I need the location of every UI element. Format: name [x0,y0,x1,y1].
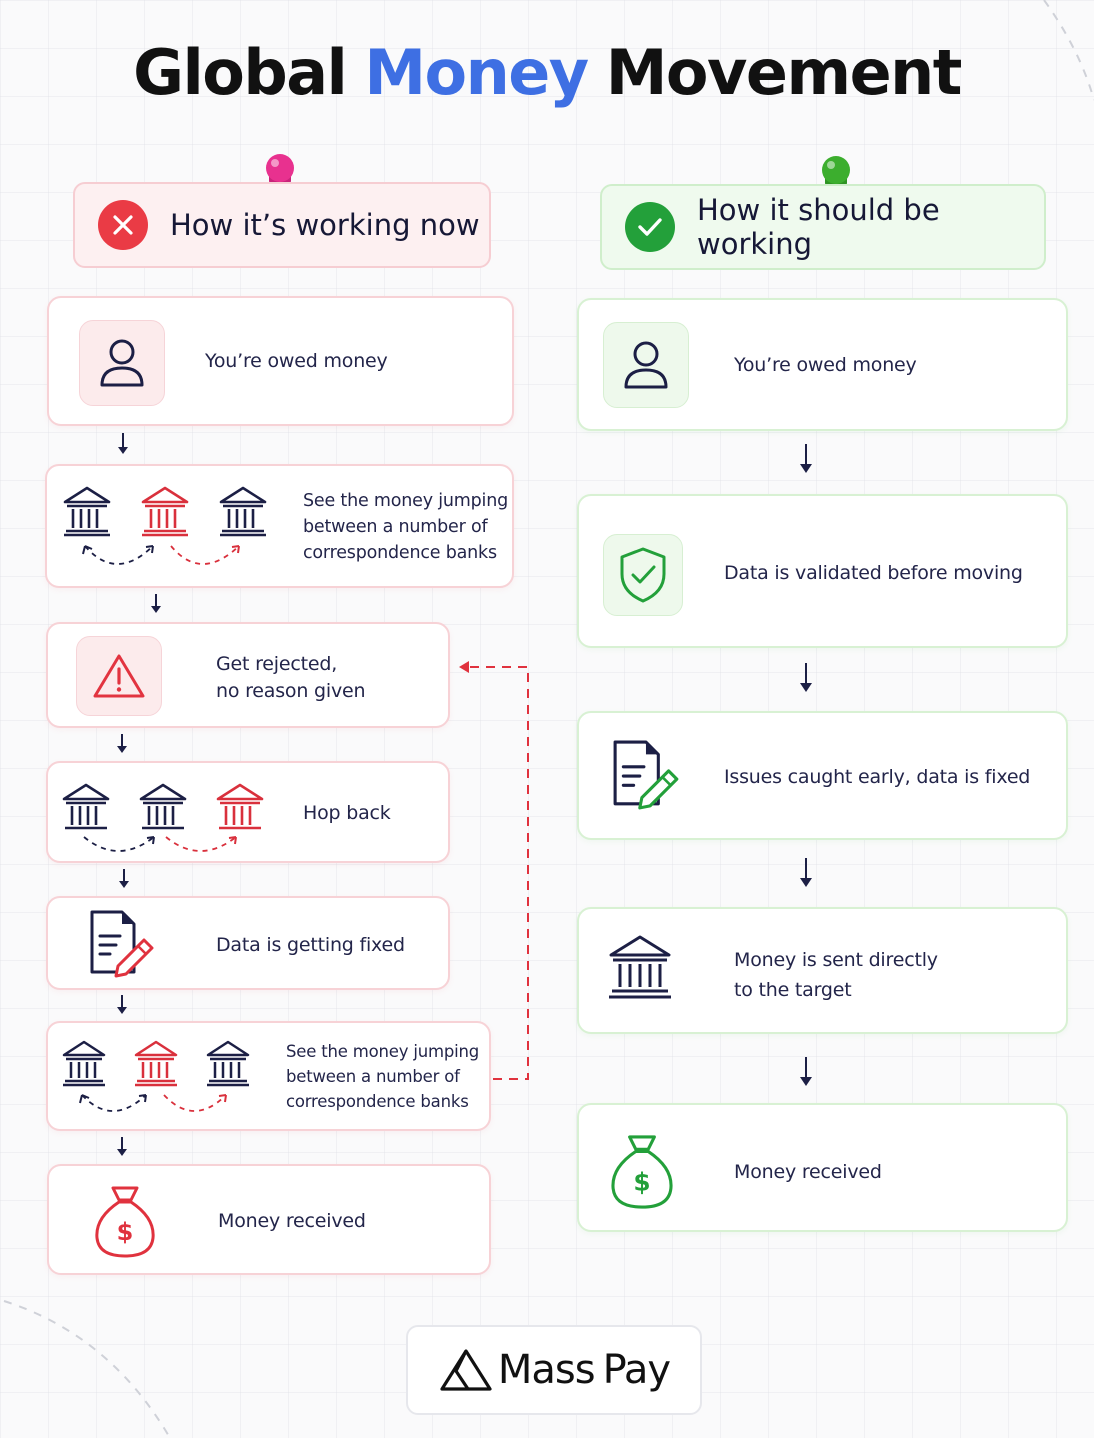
decorative-arc-bottom-left [3,1300,171,1438]
arrow-down-icon [151,594,161,613]
masspay-logo-icon [440,1349,492,1391]
money-bag-icon: $ [611,1135,673,1209]
svg-text:$: $ [117,1218,134,1246]
left-step-owed-money: You’re owed money [47,296,514,426]
left-step-rejected-label: Get rejected, no reason given [216,653,366,702]
document-edit-icon [90,910,154,978]
right-step-money-received-label: Money received [734,1161,882,1183]
bank-icon-navy-2 [206,1040,250,1087]
bank-icon-navy [62,1040,106,1087]
header-should-be-working-label: How it should be working [697,193,940,261]
arrow-down-icon [118,433,128,454]
bank-icon-red [141,486,189,537]
svg-text:$: $ [633,1168,650,1197]
right-step-sent-directly-label: Money is sent directly to the target [734,949,938,1001]
left-step-banks-jumping-label: See the money jumping between a number o… [303,491,508,563]
user-icon [100,339,144,387]
banks-hopping-icon [62,1040,250,1112]
user-icon [624,341,668,389]
left-step-hop-back: Hop back [46,761,450,863]
bank-icon-red [216,783,264,830]
left-step-rejected: Get rejected, no reason given [46,622,450,728]
bank-icon-navy-2 [219,486,267,537]
arrow-down-icon [117,734,127,753]
shield-check-icon [620,547,666,603]
bank-icon-navy [63,486,111,537]
pencil-icon [638,769,679,810]
loop-back-arrow [459,661,529,1080]
bank-icon-navy-2 [139,783,187,830]
left-step-hop-back-label: Hop back [303,802,391,824]
left-step-banks-jumping-again: See the money jumping between a number o… [46,1021,491,1131]
header-working-now: How it’s working now [73,182,491,268]
logo-word-mass: Mass [497,1347,596,1393]
banks-hopping-icon [62,783,264,852]
title-part-movement: Movement [605,36,963,109]
arrow-down-icon [117,1137,127,1156]
logo-word-pay: Pay [602,1347,672,1393]
left-step-data-fixed-label: Data is getting fixed [216,934,405,956]
left-step-money-received-label: Money received [218,1210,366,1232]
arrow-down-icon [800,1057,812,1086]
arrow-down-icon [800,858,812,887]
money-bag-icon: $ [95,1186,155,1258]
arrow-down-icon [117,995,127,1014]
right-step-issues-caught: Issues caught early, data is fixed [577,711,1068,840]
shield-icon-box [603,534,683,616]
user-icon-box [603,322,689,408]
right-step-owed-money: You’re owed money [577,298,1068,431]
right-step-owed-money-label: You’re owed money [734,354,917,376]
header-working-now-label: How it’s working now [170,208,480,242]
right-step-data-validated: Data is validated before moving [577,494,1068,648]
arrow-down-icon [800,663,812,692]
warning-triangle-icon [93,654,145,698]
document-edit-icon [613,740,679,810]
bank-icon [609,935,671,999]
header-should-be-working: How it should be working [600,184,1046,270]
check-circle-icon [625,202,675,252]
pencil-icon [114,938,154,978]
bank-icon-navy [62,783,110,830]
left-step-data-fixed: Data is getting fixed [46,896,450,990]
right-step-issues-caught-label: Issues caught early, data is fixed [724,766,1031,788]
arrow-down-icon [800,444,812,473]
right-step-data-validated-label: Data is validated before moving [724,562,1023,584]
left-step-banks-jumping: See the money jumping between a number o… [45,464,514,588]
arrow-down-icon [119,869,129,888]
pin-green-icon [822,156,850,196]
right-step-money-received: $ Money received [577,1103,1068,1232]
warning-icon-box [76,636,162,716]
left-step-banks-jumping-again-label: See the money jumping between a number o… [286,1042,480,1111]
left-step-owed-money-label: You’re owed money [205,350,388,372]
user-icon-box [79,320,165,406]
title-part-money: Money [364,36,589,109]
decorative-arc-top-right [1043,0,1094,101]
right-step-sent-directly: Money is sent directly to the target [577,907,1068,1034]
title-part-global: Global [133,36,348,109]
left-step-money-received: $ Money received [47,1164,491,1275]
bank-icon-red [134,1040,178,1087]
x-circle-icon [98,200,148,250]
banks-hopping-icon [63,486,267,565]
